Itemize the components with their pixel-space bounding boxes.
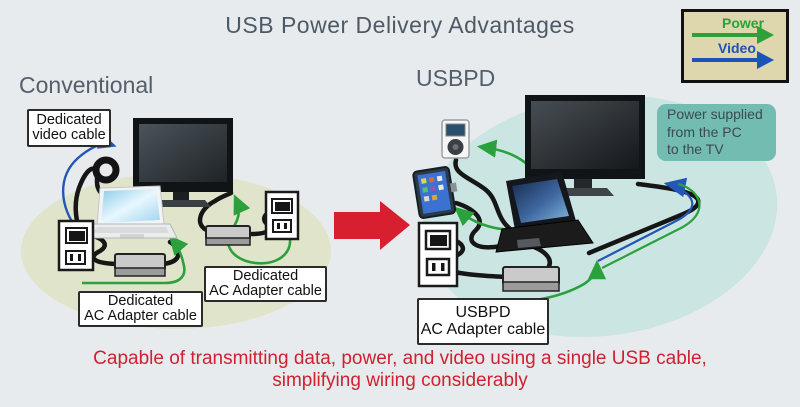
usbpd-power-line	[601, 182, 701, 269]
ac-adapter-icon-right	[205, 225, 251, 246]
smartphone-icon	[412, 166, 458, 219]
wall-outlet-icon-usbpd	[417, 221, 459, 288]
black-laptop-icon	[495, 172, 594, 253]
dedicated-ac-adapter-label-left: Dedicated AC Adapter cable	[78, 291, 203, 327]
legend-box: Power Video	[681, 9, 789, 83]
tv-icon	[525, 95, 645, 196]
monitor-icon	[133, 118, 233, 207]
page-title: USB Power Delivery Advantages	[225, 12, 575, 38]
usbpd-heading: USBPD	[416, 65, 496, 91]
legend-video-label: Video	[718, 40, 756, 56]
legend-power-label: Power	[722, 15, 765, 31]
ac-adapter-icon-usbpd	[502, 266, 560, 292]
dedicated-video-cable-label: Dedicated video cable	[27, 109, 111, 147]
conventional-heading: Conventional	[19, 72, 154, 98]
bottom-caption: Capable of transmitting data, power, and…	[93, 348, 707, 391]
usbpd-video-arrow	[597, 177, 694, 262]
music-player-icon	[441, 119, 470, 159]
conventional-power-arrows	[82, 194, 292, 285]
power-supplied-note: Power supplied from the PC to the TV	[657, 104, 776, 161]
dedicated-ac-adapter-label-right: Dedicated AC Adapter cable	[204, 266, 327, 302]
ac-adapter-icon-left	[114, 253, 166, 277]
cable-coil-hole	[101, 165, 111, 175]
white-laptop-icon	[84, 185, 178, 239]
wall-outlet-icon-left	[57, 219, 95, 272]
cable-coil-icon	[92, 156, 120, 184]
video-arrow-icon	[692, 51, 774, 69]
power-arrow-icon	[692, 26, 774, 44]
red-transition-arrow	[334, 201, 410, 250]
usbpd-ac-adapter-label: USBPD AC Adapter cable	[417, 298, 549, 345]
wall-outlet-icon-right	[264, 190, 300, 241]
